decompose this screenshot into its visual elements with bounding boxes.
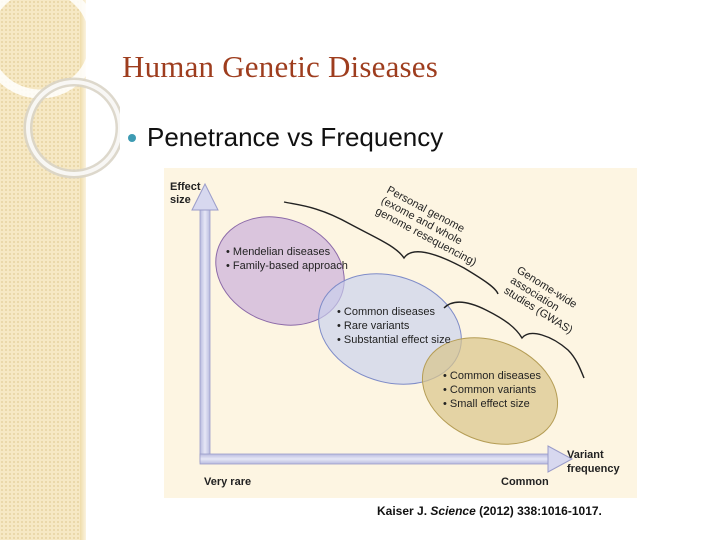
x-axis-arrowhead <box>547 445 574 473</box>
decorative-circles <box>0 0 120 179</box>
x-axis <box>199 453 551 465</box>
x-axis-end-label: Common <box>501 476 549 488</box>
label-gwas: Genome-wide association studies (GWAS) <box>502 264 588 336</box>
label-personal-genome: Personal genome (exome and whole genome … <box>373 184 489 269</box>
citation-journal: Science <box>430 504 476 518</box>
slide-title: Human Genetic Diseases <box>122 49 439 84</box>
rare-variant-items: • Common diseases • Rare variants • Subs… <box>337 306 451 346</box>
brace-gwas <box>443 301 585 379</box>
citation-author: Kaiser J. <box>377 504 428 518</box>
citation: Kaiser J. Science (2012) 338:1016-1017. <box>377 504 602 518</box>
bullet-text: Penetrance vs Frequency <box>147 122 444 152</box>
y-axis-label: Effect size <box>170 181 204 206</box>
mendelian-items: • Mendelian diseases • Family-based appr… <box>226 246 348 272</box>
x-axis-start-label: Very rare <box>204 476 251 488</box>
bullet-item: Penetrance vs Frequency <box>128 122 443 153</box>
y-axis-arrowhead <box>191 182 219 211</box>
brace-personal-genome <box>283 201 499 295</box>
decorative-band-edge <box>80 0 86 540</box>
x-axis-label: Variant frequency <box>567 449 620 475</box>
figure-drawing: Effect size Variant frequency Very rare … <box>170 181 620 488</box>
ellipse-common-variants <box>421 337 559 445</box>
penetrance-frequency-figure: Effect size Variant frequency Very rare … <box>164 168 637 498</box>
y-axis <box>199 207 211 463</box>
common-variant-items: • Common diseases • Common variants • Sm… <box>443 370 544 410</box>
bullet-marker <box>128 133 136 142</box>
citation-details: (2012) 338:1016-1017. <box>479 504 602 518</box>
